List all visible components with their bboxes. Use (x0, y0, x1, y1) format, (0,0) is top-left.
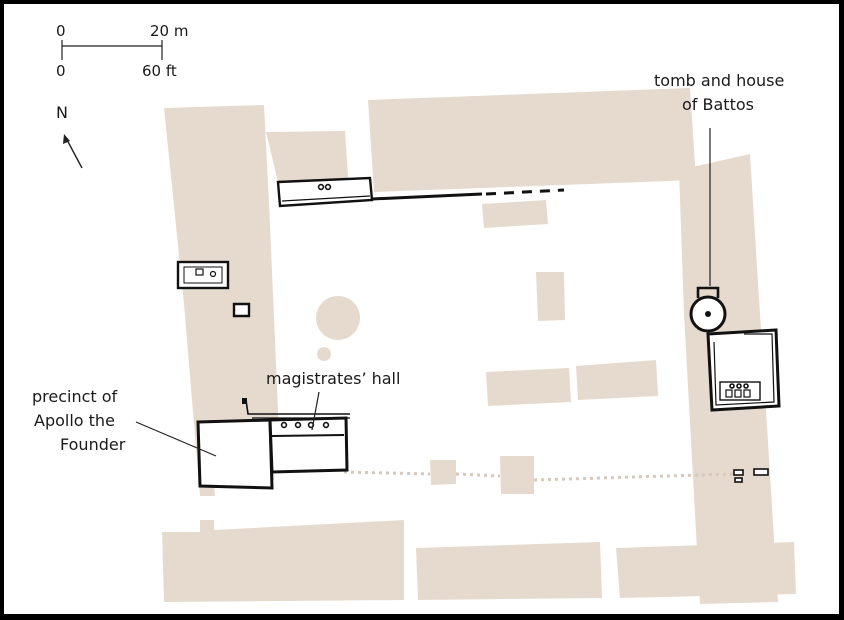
small-round-feature (317, 347, 331, 361)
south-block-east (616, 542, 796, 598)
west-stoa-block (164, 105, 279, 496)
west-small-structures (176, 260, 251, 404)
interior-block-southeast (576, 360, 658, 400)
south-block-west (162, 520, 404, 602)
battos-tomb-house (689, 286, 781, 412)
precinct-label-line3: Founder (60, 435, 126, 454)
north-block (368, 88, 696, 192)
north-arrow-icon (65, 137, 83, 169)
precinct-label-line2: Apollo the (34, 411, 115, 430)
scale-metric-end: 20 m (150, 22, 188, 40)
round-feature (316, 296, 360, 340)
house-features (719, 381, 761, 401)
map-frame: 0 20 m 0 60 ft N (4, 4, 839, 614)
north-arrow: N (56, 103, 83, 169)
interior-block-north (482, 200, 548, 228)
scale-imperial-start: 0 (56, 62, 66, 80)
precinct-label-line1: precinct of (32, 387, 118, 406)
path-dotted-west (343, 470, 431, 476)
precinct-leader-line (135, 421, 217, 457)
path-dotted-east (533, 472, 735, 482)
tomb-label-line2: of Battos (682, 95, 754, 114)
hall-label: magistrates’ hall (266, 369, 400, 388)
southeast-small-structures (733, 468, 769, 483)
tomb-label-line1: tomb and house (654, 71, 784, 90)
scale-metric-start: 0 (56, 22, 66, 40)
agora-plan: 0 20 m 0 60 ft N (32, 22, 796, 604)
northwest-block (266, 131, 349, 190)
interior-small-block-1 (430, 460, 456, 485)
north-stoa-walls (276, 176, 565, 208)
north-label: N (56, 103, 68, 122)
interior-block-southwest (486, 368, 571, 406)
path-dotted-middle (455, 472, 501, 478)
apollo-precinct (196, 418, 274, 490)
interior-small-block-2 (500, 456, 534, 494)
hall-leader-line (311, 391, 320, 431)
south-block-center (416, 542, 602, 600)
scale-imperial-end: 60 ft (142, 62, 177, 80)
scale-bar: 0 20 m 0 60 ft (56, 22, 188, 80)
interior-block-center (536, 272, 565, 321)
